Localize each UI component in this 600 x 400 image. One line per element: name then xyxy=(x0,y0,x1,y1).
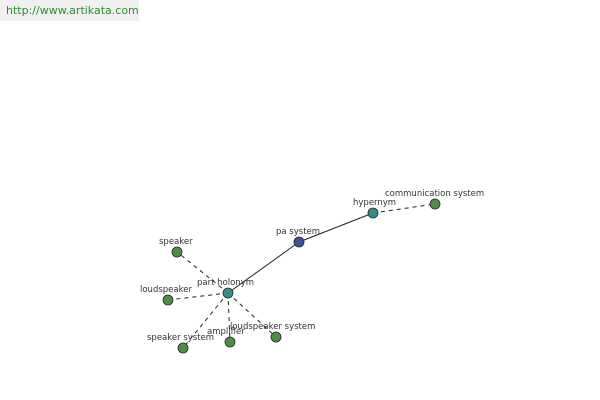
node-label-loudspeaker[interactable]: loudspeaker xyxy=(140,285,192,295)
site-url-banner[interactable]: http://www.artikata.com xyxy=(0,0,139,21)
node-label-amplifier[interactable]: amplifier xyxy=(207,327,245,337)
node-speaker[interactable] xyxy=(171,246,183,258)
edge-part-holonym-to-amplifier xyxy=(227,292,231,343)
node-amplifier[interactable] xyxy=(224,336,236,348)
node-pa-system[interactable] xyxy=(293,236,305,248)
edge-pa-system-to-part-holonym xyxy=(227,241,300,294)
edge-part-holonym-to-loudspeaker-system xyxy=(227,292,277,338)
nodes-layer xyxy=(162,198,441,354)
edge-part-holonym-to-loudspeaker xyxy=(167,292,229,301)
node-speaker-system[interactable] xyxy=(177,342,189,354)
edges-layer xyxy=(167,203,436,349)
node-communication-system[interactable] xyxy=(429,198,441,210)
node-part-holonym[interactable] xyxy=(222,287,234,299)
node-label-pa-system[interactable]: pa system xyxy=(276,227,320,237)
edge-part-holonym-to-speaker-system xyxy=(182,292,229,349)
node-label-communication-system[interactable]: communication system xyxy=(385,189,484,199)
node-label-hypernym[interactable]: hypernym xyxy=(353,198,396,208)
edge-part-holonym-to-speaker xyxy=(176,251,229,294)
node-loudspeaker[interactable] xyxy=(162,294,174,306)
node-label-speaker-system[interactable]: speaker system xyxy=(147,333,214,343)
node-label-loudspeaker-system[interactable]: loudspeaker system xyxy=(230,322,315,332)
node-label-part-holonym[interactable]: part holonym xyxy=(197,278,254,288)
node-hypernym[interactable] xyxy=(367,207,379,219)
node-loudspeaker-system[interactable] xyxy=(270,331,282,343)
edge-pa-system-to-hypernym xyxy=(298,212,374,243)
edge-hypernym-to-communication-system xyxy=(372,203,436,214)
node-label-speaker[interactable]: speaker xyxy=(159,237,193,247)
